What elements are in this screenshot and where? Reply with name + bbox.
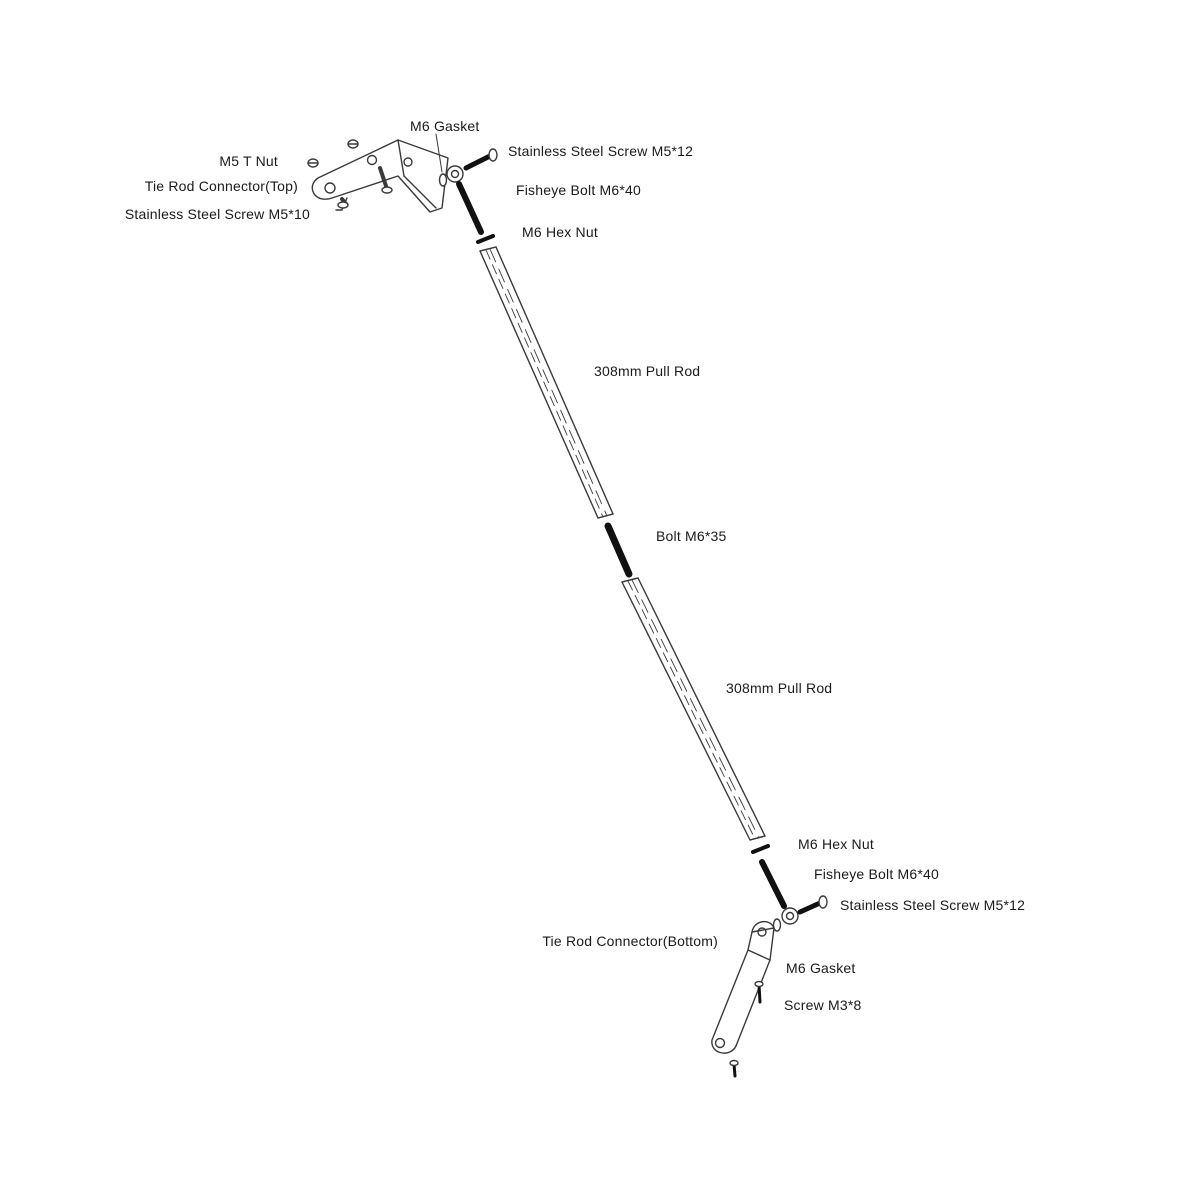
leader-m6-gasket-top [435, 133, 443, 173]
screw-m5x10-1 [335, 197, 349, 211]
fisheye-bolt-top-shaft [456, 181, 484, 235]
screw-m3x8-upper [754, 980, 764, 1004]
fisheye-bolt-bottom-shaft [759, 859, 787, 909]
screw-m3x8-lower [729, 1059, 739, 1078]
label-stainless-screw-m5x12-top: Stainless Steel Screw M5*12 [508, 143, 694, 159]
label-fisheye-bolt-bottom: Fisheye Bolt M6*40 [814, 866, 939, 882]
m5-t-nut-1 [307, 158, 319, 168]
m6-hex-nut-top [476, 234, 495, 244]
m6-gasket-top [438, 173, 448, 187]
label-m6-hex-nut-top: M6 Hex Nut [522, 224, 598, 240]
screw-m5x12-top [463, 148, 498, 171]
label-pull-rod-lower: 308mm Pull Rod [726, 680, 833, 696]
label-m5-t-nut: M5 T Nut [219, 153, 278, 169]
label-fisheye-bolt-top: Fisheye Bolt M6*40 [516, 182, 641, 198]
tie-rod-connector-bottom [711, 921, 775, 1054]
m6-gasket-bottom [772, 918, 782, 932]
pull-rod-lower [621, 577, 766, 841]
label-m6-gasket-top: M6 Gasket [410, 118, 480, 134]
screw-m5x12-bottom [797, 895, 828, 915]
m6-hex-nut-bottom [751, 844, 770, 854]
label-m6-hex-nut-bottom: M6 Hex Nut [798, 836, 874, 852]
label-stainless-screw-m5x12-bottom: Stainless Steel Screw M5*12 [840, 897, 1026, 913]
tie-rod-connector-top [311, 139, 449, 213]
screw-m5x10-2 [378, 166, 393, 194]
label-m6-gasket-bottom: M6 Gasket [786, 960, 856, 976]
label-screw-m3x8: Screw M3*8 [784, 997, 862, 1013]
m5-t-nut-2 [347, 139, 359, 149]
fisheye-bolt-bottom-eye [781, 907, 799, 925]
bolt-m6x35 [604, 522, 633, 578]
pull-rod-upper [479, 246, 614, 519]
label-tie-rod-connector-top: Tie Rod Connector(Top) [144, 178, 298, 194]
label-bolt-m6x35: Bolt M6*35 [656, 528, 727, 544]
label-tie-rod-connector-bottom: Tie Rod Connector(Bottom) [542, 933, 718, 949]
fisheye-bolt-top-eye [446, 165, 464, 183]
label-stainless-screw-m5x10: Stainless Steel Screw M5*10 [124, 206, 310, 222]
label-pull-rod-upper: 308mm Pull Rod [594, 363, 701, 379]
